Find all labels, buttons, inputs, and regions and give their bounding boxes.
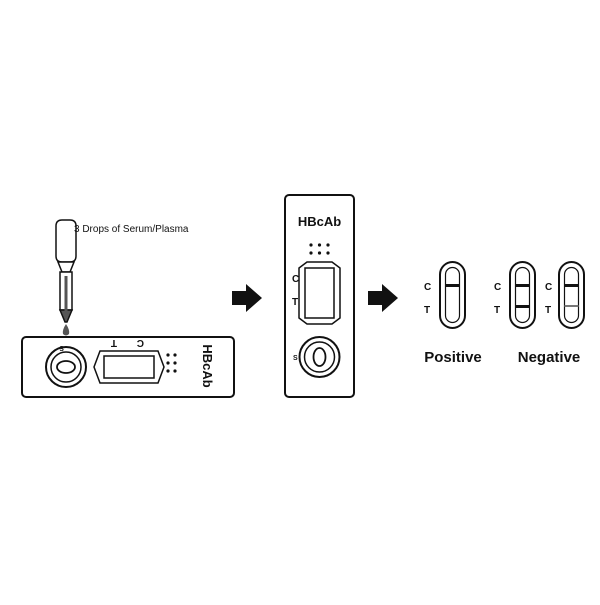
label-s: S — [293, 355, 298, 362]
label-t: T — [424, 305, 430, 316]
label-t: T — [494, 305, 500, 316]
label-c: C — [545, 282, 552, 293]
control-line — [515, 284, 530, 287]
grip-dots — [166, 353, 177, 373]
label-t: T — [111, 337, 117, 348]
label-c: C — [137, 337, 144, 348]
control-line — [564, 284, 579, 287]
label-c: C — [424, 282, 431, 293]
label-s: S — [59, 344, 64, 351]
negative-label: Negative — [518, 349, 581, 366]
positive-label: Positive — [424, 349, 482, 366]
label-c: C — [494, 282, 501, 293]
arrow-right-icon — [368, 284, 398, 312]
positive-result-strip: C T — [424, 261, 466, 329]
label-t: T — [545, 305, 551, 316]
result-window — [298, 261, 341, 325]
arrow-right-icon — [232, 284, 262, 312]
label-t: T — [292, 297, 298, 308]
result-window — [93, 350, 165, 384]
sample-well — [298, 336, 341, 378]
negative-result-strip: C T — [494, 261, 536, 329]
control-line — [445, 284, 460, 287]
sample-drop-icon — [62, 324, 70, 336]
sample-well: S — [45, 344, 87, 388]
vertical-cassette: HBcAb C T S — [284, 194, 355, 398]
label-c: C — [292, 274, 299, 285]
cassette-brand: HBcAb — [298, 214, 341, 229]
test-line — [515, 305, 530, 308]
dropper-icon — [55, 219, 77, 323]
negative-result-strip: C T — [545, 261, 585, 329]
instruction-text: 3 Drops of Serum/Plasma — [74, 224, 189, 235]
test-line-faint — [564, 305, 579, 307]
grip-dots — [309, 243, 330, 255]
horizontal-cassette: S T C HBcAb — [21, 336, 235, 398]
cassette-brand: HBcAb — [200, 344, 215, 387]
